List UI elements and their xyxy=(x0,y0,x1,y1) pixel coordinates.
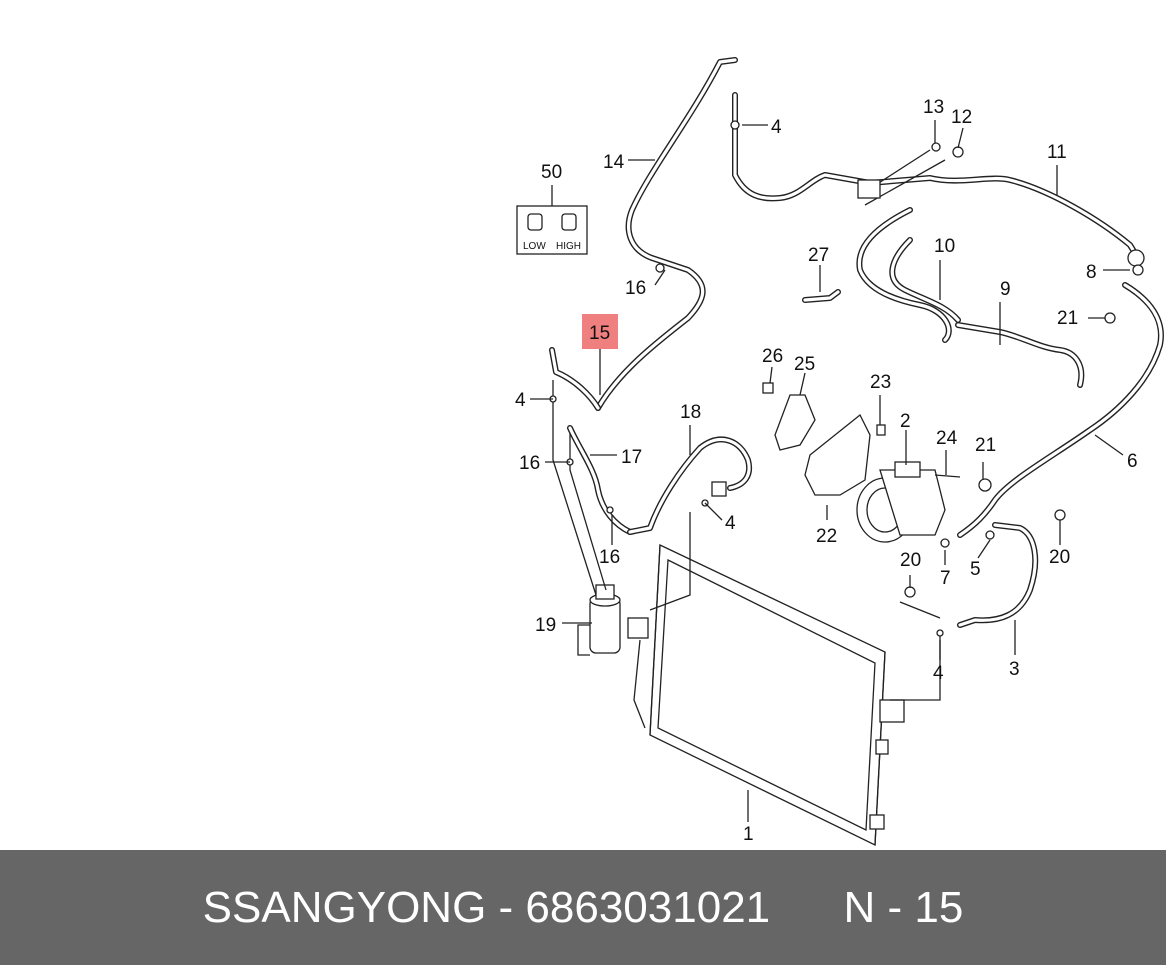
position-label: N - 15 xyxy=(843,882,964,932)
callout-3: 3 xyxy=(1009,659,1020,680)
callout-50: 50 xyxy=(541,162,562,183)
callout-12: 12 xyxy=(951,107,972,128)
callout-25: 25 xyxy=(794,354,815,375)
parts-diagram: LOW HIGH 1 2 3 4 4 4 4 5 6 7 8 9 10 11 1… xyxy=(515,57,1164,847)
callout-4-mid: 4 xyxy=(725,513,736,534)
callout-17: 17 xyxy=(621,447,642,468)
part-number-banner: SSANGYONG - 6863031021 N - 15 xyxy=(0,850,1166,965)
callout-20-right: 20 xyxy=(1049,547,1070,568)
callout-27: 27 xyxy=(808,245,829,266)
callout-20-left: 20 xyxy=(900,550,921,571)
callout-22: 22 xyxy=(816,526,837,547)
callout-24: 24 xyxy=(936,428,958,449)
callout-2: 2 xyxy=(900,411,911,432)
callout-11: 11 xyxy=(1047,142,1067,163)
callout-4-left: 4 xyxy=(515,390,526,411)
callout-5: 5 xyxy=(970,559,981,580)
parts-diagram-svg: LOW HIGH 1 2 3 4 4 4 4 5 6 7 8 9 10 11 1… xyxy=(515,57,1164,847)
callout-18: 18 xyxy=(680,402,701,423)
callout-4-top: 4 xyxy=(771,117,782,138)
kit-high-label: HIGH xyxy=(556,241,581,252)
part-number: 6863031021 xyxy=(525,882,771,932)
callout-21-top: 21 xyxy=(1057,308,1078,329)
callout-10: 10 xyxy=(934,236,955,257)
callout-14: 14 xyxy=(603,152,625,173)
callout-21-bottom: 21 xyxy=(975,435,996,456)
callout-16-left: 16 xyxy=(519,453,540,474)
callout-26: 26 xyxy=(762,346,783,367)
brand-name: SSANGYONG xyxy=(202,882,487,932)
callout-23: 23 xyxy=(870,372,891,393)
callout-15: 15 xyxy=(589,323,610,344)
callout-16-bottom: 16 xyxy=(599,547,620,568)
callout-8: 8 xyxy=(1086,262,1097,283)
receiver-drier xyxy=(577,584,621,656)
callout-9: 9 xyxy=(1000,279,1011,300)
callout-13: 13 xyxy=(923,97,944,118)
callout-4-right: 4 xyxy=(933,663,944,684)
compressor xyxy=(856,461,946,543)
callout-1: 1 xyxy=(743,824,754,845)
highlight-box xyxy=(582,314,618,349)
kit-low-label: LOW xyxy=(523,241,546,252)
callout-6: 6 xyxy=(1127,451,1138,472)
separator: - xyxy=(498,882,514,932)
callout-19: 19 xyxy=(535,615,556,636)
callout-7: 7 xyxy=(940,568,951,589)
kit-50-box: LOW HIGH xyxy=(516,185,588,255)
condenser xyxy=(627,512,905,847)
callout-16-top: 16 xyxy=(625,278,646,299)
